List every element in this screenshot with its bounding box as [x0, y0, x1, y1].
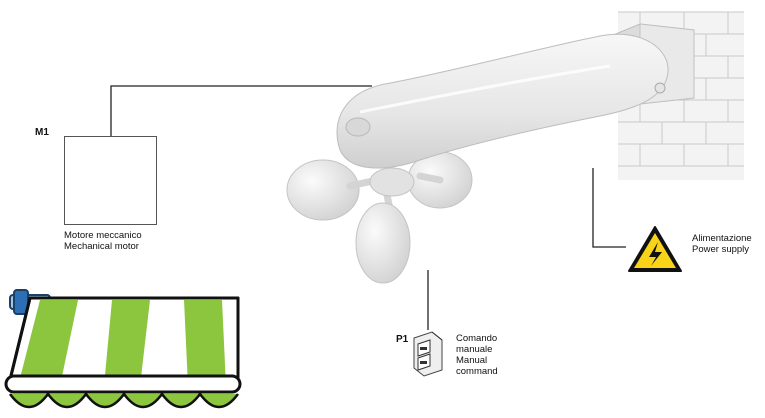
m1-name-en: Mechanical motor [64, 241, 139, 252]
p1-name-it-2: manuale [456, 344, 493, 355]
m1-image-frame [64, 136, 157, 225]
m1-code: M1 [35, 127, 49, 138]
m1-name-it: Motore meccanico [64, 230, 142, 241]
striped-awning-icon [4, 289, 242, 409]
m1-connector-line [110, 85, 372, 136]
high-voltage-warning-icon [628, 226, 682, 272]
p1-name-it-1: Comando [456, 333, 498, 344]
wall-switch-icon [413, 331, 443, 377]
p1-name-en-1: Manual [456, 355, 488, 366]
connector-lines [110, 85, 626, 330]
power-name-en: Power supply [692, 244, 750, 255]
power-connector-line [592, 168, 626, 248]
power-name-it: Alimentazione [692, 233, 752, 244]
anemometer-wind-sensor-icon [286, 33, 669, 284]
p1-code: P1 [396, 334, 409, 345]
p1-name-en-2: command [456, 366, 498, 377]
